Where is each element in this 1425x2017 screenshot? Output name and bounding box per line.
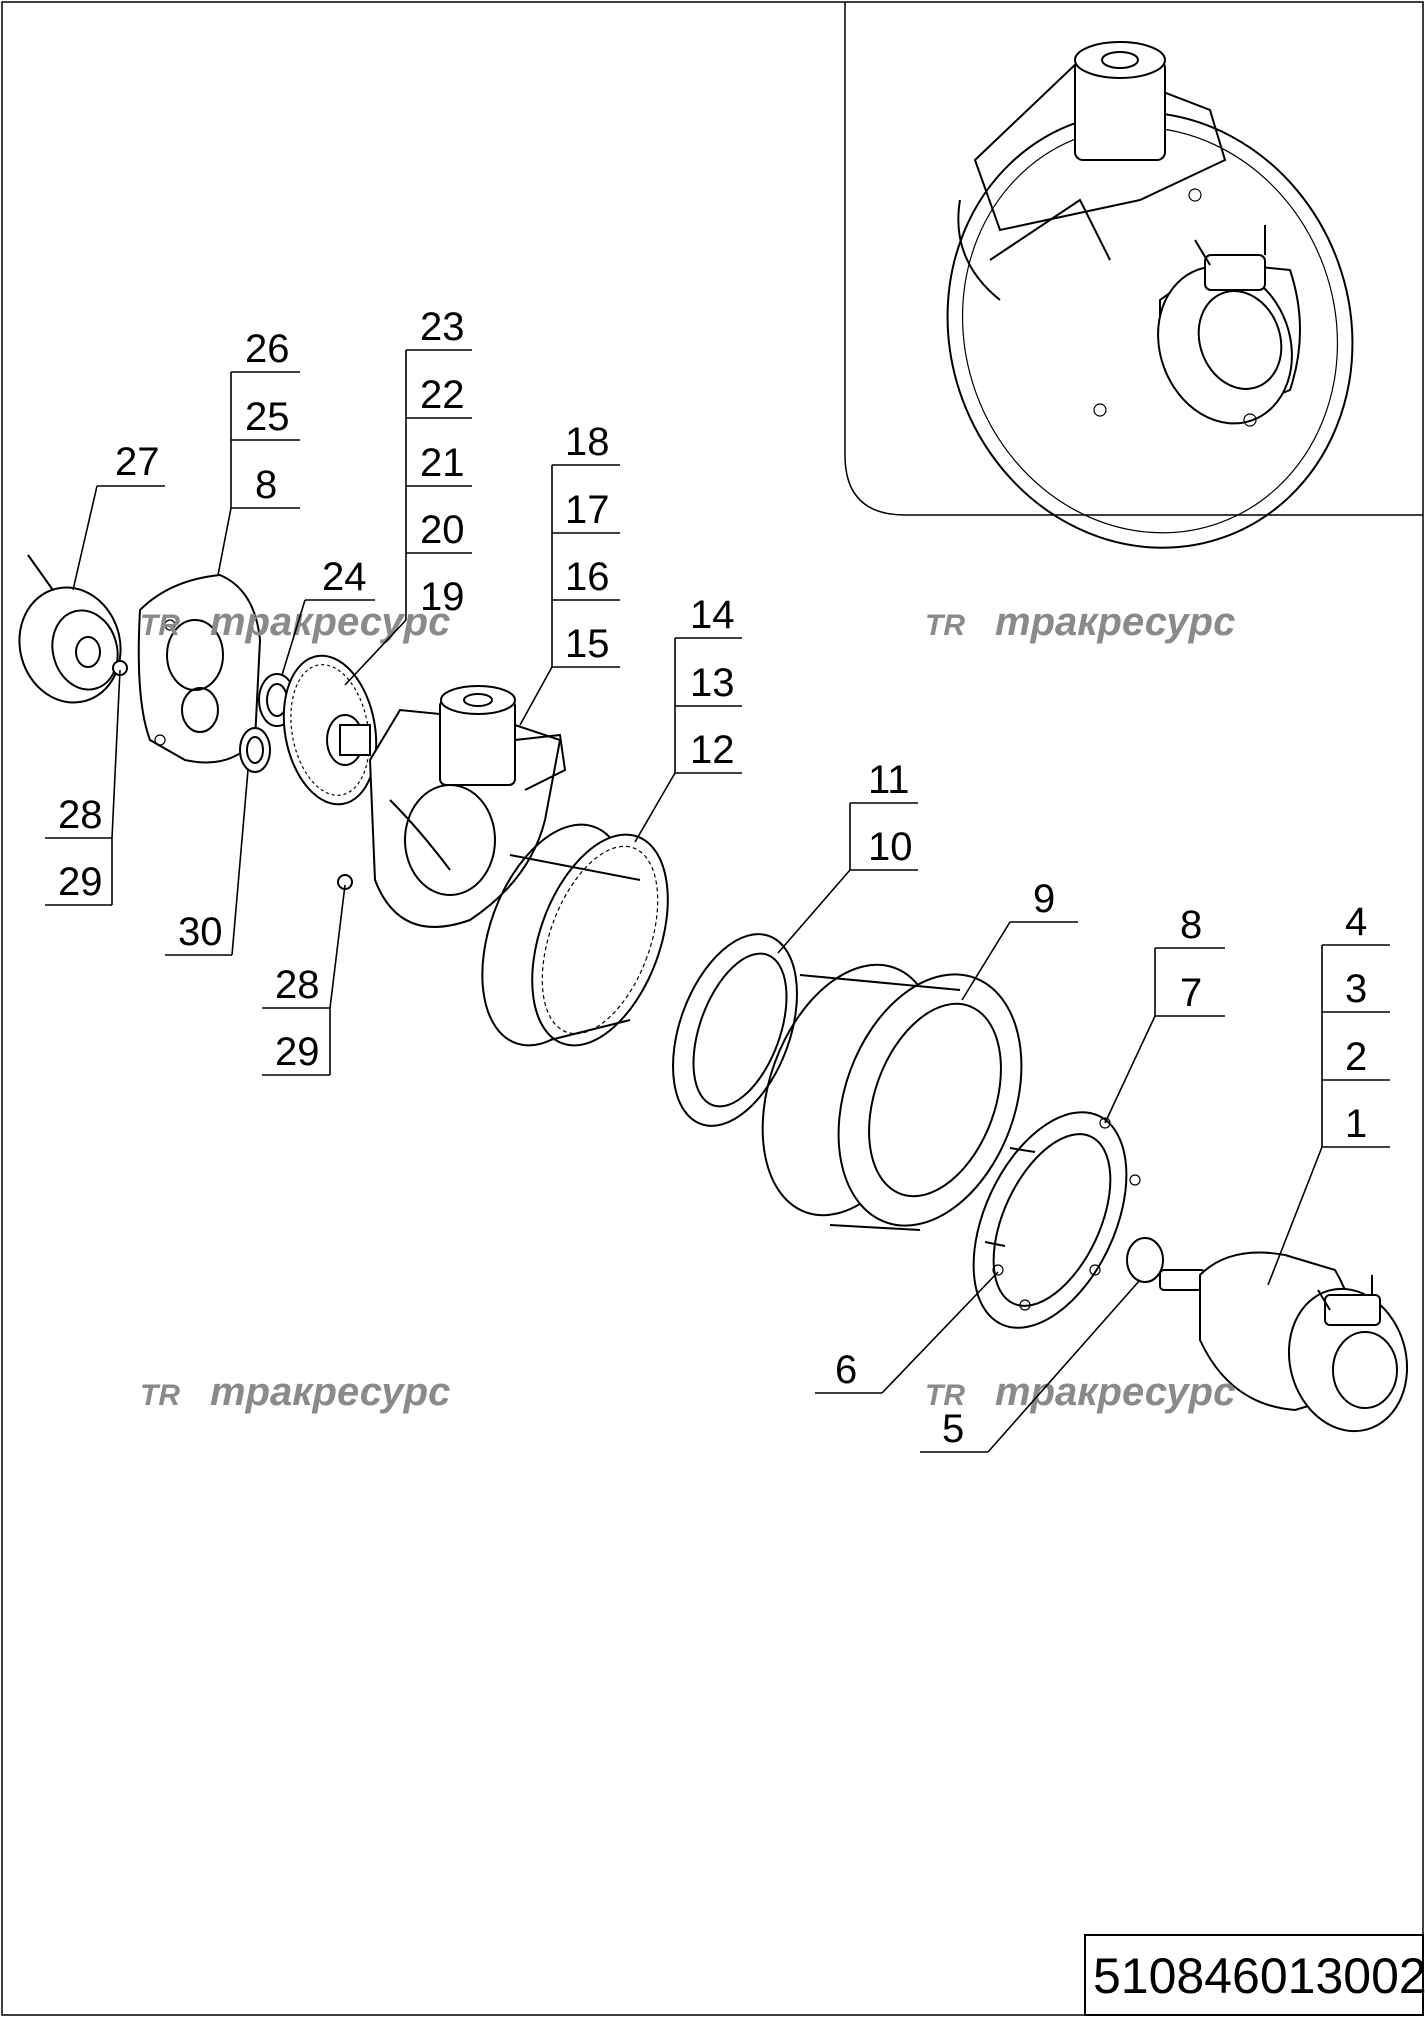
watermark-logo: TR xyxy=(925,1379,965,1412)
callout-label: 29 xyxy=(275,1030,320,1074)
watermark-logo: TR xyxy=(140,1379,180,1412)
callout-label: 18 xyxy=(565,420,610,464)
part-11-seal-ring xyxy=(672,933,798,1127)
part-30-seal xyxy=(239,727,271,773)
watermark-2: TR тракресурс xyxy=(925,600,1235,644)
part-9-tire xyxy=(761,963,1023,1231)
callout-label: 20 xyxy=(420,508,465,552)
inset-assembled-unit xyxy=(946,41,1354,549)
part-5-pinion xyxy=(1126,1237,1206,1291)
watermark-logo: TR xyxy=(925,609,965,642)
callout-label: 15 xyxy=(565,622,610,666)
callout-11: 11 10 xyxy=(777,758,918,954)
part-6-flange-plate xyxy=(972,1111,1141,1329)
watermark-text: тракресурс xyxy=(995,1370,1235,1414)
callout-27: 27 xyxy=(72,440,165,591)
callout-label: 19 xyxy=(420,575,465,619)
callout-14: 14 13 12 xyxy=(634,593,742,843)
callout-5: 5 xyxy=(920,1279,1141,1453)
callout-label: 27 xyxy=(115,440,160,484)
callout-label: 1 xyxy=(1345,1102,1367,1146)
callout-label: 5 xyxy=(942,1407,964,1451)
callout-8: 8 7 xyxy=(1104,903,1225,1124)
callout-label: 30 xyxy=(178,910,223,954)
callout-label: 22 xyxy=(420,373,465,417)
watermark-4: TR тракресурс xyxy=(925,1370,1235,1414)
callout-label: 28 xyxy=(58,793,103,837)
callout-23: 23 22 21 20 19 xyxy=(344,305,472,686)
callout-label: 26 xyxy=(245,327,290,371)
callout-label: 17 xyxy=(565,488,610,532)
callout-label: 16 xyxy=(565,555,610,599)
drawing-code-box: 510846013002 xyxy=(1084,1934,1425,2016)
part-23-gear-assembly xyxy=(282,654,378,806)
callout-30: 30 xyxy=(165,769,249,956)
callout-label: 24 xyxy=(322,555,367,599)
watermark-text: тракресурс xyxy=(210,1370,450,1414)
callout-label: 10 xyxy=(868,825,913,869)
watermark-text: тракресурс xyxy=(995,600,1235,644)
callout-label: 3 xyxy=(1345,967,1367,1011)
callout-label: 2 xyxy=(1345,1035,1367,1079)
callout-6: 6 xyxy=(815,1271,999,1394)
callout-label: 11 xyxy=(868,758,910,802)
callout-label: 8 xyxy=(255,463,277,507)
watermark-1: TR тракресурс xyxy=(140,600,450,644)
callout-24: 24 xyxy=(281,555,375,676)
callout-label: 23 xyxy=(420,305,465,349)
callout-4: 4 3 2 1 xyxy=(1267,900,1390,1286)
callout-label: 12 xyxy=(690,728,735,772)
callout-label: 21 xyxy=(420,441,465,485)
watermark-logo: TR xyxy=(140,609,180,642)
inset-view-frame xyxy=(844,2,1423,516)
watermark-3: TR тракресурс xyxy=(140,1370,450,1414)
callout-label: 29 xyxy=(58,860,103,904)
part-4-motor xyxy=(1199,1251,1409,1433)
callout-9: 9 xyxy=(961,877,1078,1001)
callout-28-middle: 28 29 xyxy=(262,884,346,1076)
callout-label: 28 xyxy=(275,963,320,1007)
callout-label: 9 xyxy=(1033,877,1055,921)
callout-label: 14 xyxy=(690,593,735,637)
watermark-text: тракресурс xyxy=(210,600,450,644)
callout-28-left: 28 29 xyxy=(45,669,121,906)
callout-label: 25 xyxy=(245,395,290,439)
callout-26: 26 25 8 xyxy=(217,327,300,576)
callout-label: 7 xyxy=(1180,971,1202,1015)
callout-18: 18 17 16 15 xyxy=(519,420,620,726)
part-27-brake-disc xyxy=(18,554,128,704)
callout-label: 13 xyxy=(690,661,735,705)
callout-label: 8 xyxy=(1180,903,1202,947)
drawing-code: 510846013002 xyxy=(1093,1948,1425,2004)
callout-label: 6 xyxy=(835,1348,857,1392)
callout-label: 4 xyxy=(1345,900,1367,944)
